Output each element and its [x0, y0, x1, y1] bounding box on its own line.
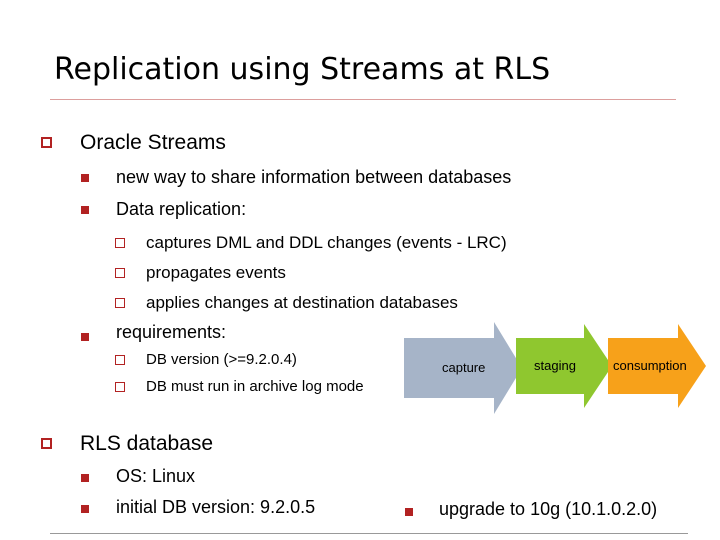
filled-bullet — [81, 474, 89, 482]
rls-database-heading: RLS database — [80, 432, 214, 455]
rls-os: OS: Linux — [116, 466, 196, 486]
staging-label: staging — [534, 358, 576, 373]
title-underline — [50, 99, 676, 100]
filled-bullet — [81, 174, 89, 182]
hollow-bullet — [115, 238, 125, 248]
rls-upgrade: upgrade to 10g (10.1.0.2.0) — [439, 499, 658, 519]
consumption-arrow — [608, 324, 706, 408]
hollow-bullet — [115, 355, 125, 365]
streams-flow-diagram — [404, 322, 706, 414]
hollow-bullet — [115, 298, 125, 308]
oracle-streams-heading: Oracle Streams — [80, 131, 226, 154]
filled-bullet — [81, 333, 89, 341]
streams-item-data-replication: Data replication: — [116, 199, 247, 219]
consumption-label: consumption — [613, 358, 687, 373]
bottom-divider — [50, 533, 688, 534]
hollow-bullet — [115, 268, 125, 278]
slide-title: Replication using Streams at RLS — [54, 52, 551, 87]
capture-arrow — [404, 322, 522, 414]
replication-sub-propagates: propagates events — [146, 263, 286, 282]
filled-bullet — [81, 206, 89, 214]
streams-item-new-way: new way to share information between dat… — [116, 167, 512, 187]
filled-bullet — [405, 508, 413, 516]
requirement-archive-log: DB must run in archive log mode — [146, 378, 364, 395]
requirement-db-version: DB version (>=9.2.0.4) — [146, 351, 297, 368]
streams-item-requirements: requirements: — [116, 322, 227, 342]
replication-sub-applies: applies changes at destination databases — [146, 293, 458, 312]
rls-initial-version: initial DB version: 9.2.0.5 — [116, 497, 316, 517]
capture-label: capture — [442, 360, 486, 375]
hollow-bullet — [115, 382, 125, 392]
replication-sub-captures: captures DML and DDL changes (events - L… — [146, 233, 507, 252]
staging-arrow — [516, 324, 612, 408]
hollow-bullet — [41, 438, 52, 449]
hollow-bullet — [41, 137, 52, 148]
filled-bullet — [81, 505, 89, 513]
